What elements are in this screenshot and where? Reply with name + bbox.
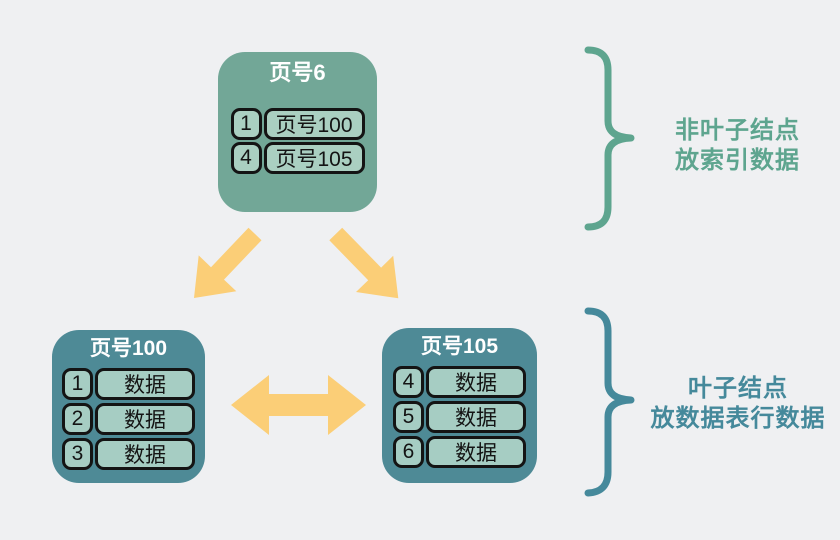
leaf-node-rows: 1 数据 2 数据 3 数据 <box>62 368 195 473</box>
key-cell: 4 <box>393 366 424 398</box>
data-row: 4 数据 <box>393 366 526 398</box>
data-row: 3 数据 <box>62 438 195 470</box>
data-cell: 数据 <box>95 368 195 400</box>
data-cell: 数据 <box>426 436 526 468</box>
leaf-node-rows: 4 数据 5 数据 6 数据 <box>393 366 526 471</box>
curly-brace-top-icon <box>584 46 635 231</box>
data-cell: 数据 <box>95 403 195 435</box>
data-row: 5 数据 <box>393 401 526 433</box>
key-cell: 2 <box>62 403 93 435</box>
root-node-rows: 1 页号100 4 页号105 <box>230 108 365 176</box>
annotation-line: 放数据表行数据 <box>650 405 826 432</box>
annotation-non-leaf-nodes: 非叶子结点 放索引数据 <box>640 116 835 176</box>
pointer-cell: 页号100 <box>263 108 365 140</box>
data-cell: 数据 <box>426 366 526 398</box>
key-cell: 3 <box>62 438 93 470</box>
arrow-root-to-left-leaf-icon <box>194 227 262 298</box>
leaf-node-title: 页号105 <box>420 335 499 358</box>
arrow-root-to-right-leaf-icon <box>329 227 399 299</box>
data-row: 6 数据 <box>393 436 526 468</box>
annotation-line: 放索引数据 <box>675 147 800 174</box>
leaf-node-100: 页号100 1 数据 2 数据 3 数据 <box>52 330 205 483</box>
data-cell: 数据 <box>95 438 195 470</box>
annotation-leaf-nodes: 叶子结点 放数据表行数据 <box>634 374 840 434</box>
data-row: 1 数据 <box>62 368 195 400</box>
key-cell: 4 <box>230 142 262 174</box>
key-cell: 5 <box>393 401 424 433</box>
key-cell: 1 <box>62 368 93 400</box>
annotation-line: 叶子结点 <box>688 375 788 402</box>
data-cell: 数据 <box>426 401 526 433</box>
index-row: 4 页号105 <box>230 142 365 174</box>
curly-brace-bottom-icon <box>584 307 635 497</box>
double-arrow-between-leaves-icon <box>231 375 366 435</box>
data-row: 2 数据 <box>62 403 195 435</box>
leaf-node-105: 页号105 4 数据 5 数据 6 数据 <box>382 328 537 483</box>
index-row: 1 页号100 <box>230 108 365 140</box>
key-cell: 1 <box>230 108 262 140</box>
leaf-node-title: 页号100 <box>89 337 168 360</box>
key-cell: 6 <box>393 436 424 468</box>
annotation-line: 非叶子结点 <box>675 117 800 144</box>
root-node-title: 页号6 <box>269 60 326 85</box>
pointer-cell: 页号105 <box>263 142 365 174</box>
root-node: 页号6 1 页号100 4 页号105 <box>218 52 377 212</box>
